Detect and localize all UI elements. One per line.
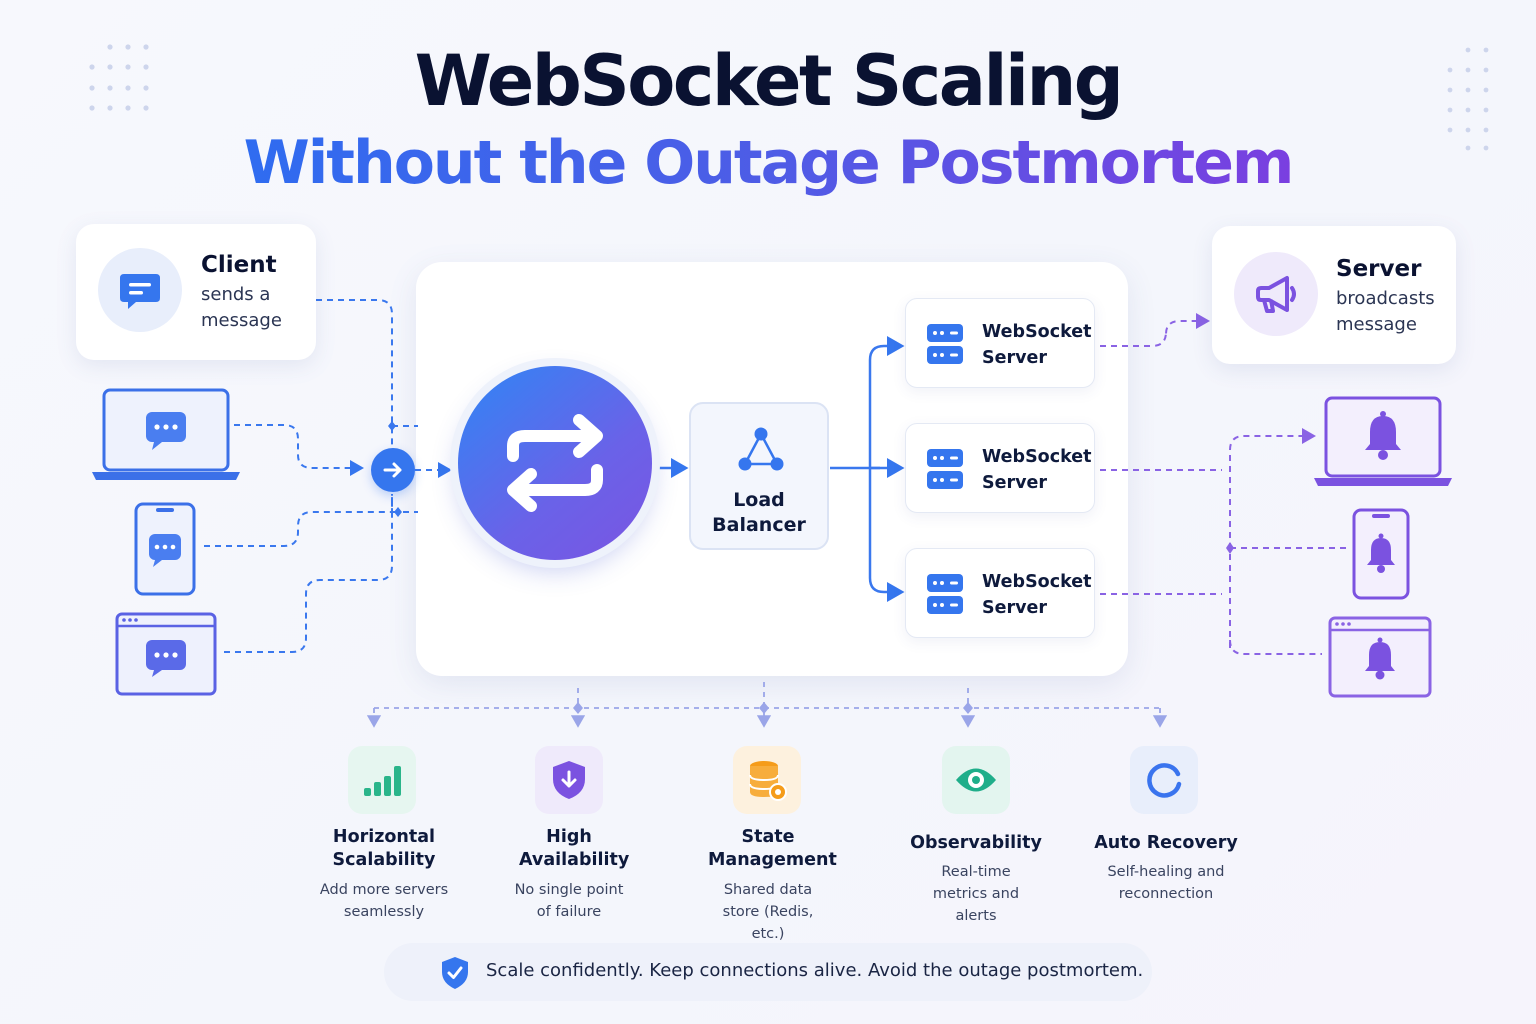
browser-bell-icon [1328,616,1432,698]
load-balancer-node: Load Balancer [689,402,829,550]
browser-chat-icon [115,612,217,696]
eye-icon [942,746,1010,814]
feature-title-observability: Observability [910,833,1042,853]
chat-bubble-icon [98,248,182,332]
server-rack-icon [927,324,963,364]
page-title: WebSocket Scaling [414,40,1124,122]
ingress-arrow-icon [371,448,415,492]
client-callout-card: Client sends a message [76,224,316,360]
feature-subtitle-state-management: Shared data store (Redis, etc.) [722,882,814,942]
server-callout-card: Server broadcasts message [1212,226,1456,364]
page-subtitle: Without the Outage Postmortem [243,128,1295,198]
phone-chat-icon [134,502,196,596]
websocket-server-1: WebSocket Server [905,298,1095,388]
bidirectional-arrows-icon [458,366,652,560]
feature-subtitle-observability: Real-time metrics and alerts [932,864,1020,924]
server-callout-title: Server [1336,256,1422,282]
server-rack-icon [927,574,963,614]
laptop-bell-icon [1314,396,1452,486]
refresh-icon [1130,746,1198,814]
feature-title-auto-recovery: Auto Recovery [1094,833,1238,853]
megaphone-icon [1234,252,1318,336]
websocket-server-label: WebSocket Server [982,447,1092,493]
phone-bell-icon [1352,508,1410,600]
client-callout-title: Client [201,252,277,278]
server-rack-icon [927,449,963,489]
feature-subtitle-horizontal-scalability: Add more servers seamlessly [319,882,449,920]
footer-banner: Scale confidently. Keep connections aliv… [384,943,1152,1001]
server-callout-subtitle: broadcasts message [1336,288,1435,335]
decorative-dots-top-right [1447,47,1489,151]
decorative-dots-top-left [89,44,149,111]
feature-title-horizontal-scalability: Horizontal Scalability [332,827,436,870]
feature-title-high-availability: High Availability [519,827,630,870]
websocket-server-label: WebSocket Server [982,572,1092,618]
websocket-server-2: WebSocket Server [905,423,1095,513]
footer-banner-text: Scale confidently. Keep connections aliv… [486,960,1144,981]
shield-check-icon [442,957,468,989]
websocket-server-label: WebSocket Server [982,322,1092,368]
bar-chart-icon [348,746,416,814]
client-callout-subtitle: sends a message [201,284,282,331]
feature-subtitle-high-availability: No single point of failure [514,882,624,920]
database-icon [733,746,801,814]
feature-subtitle-auto-recovery: Self-healing and reconnection [1107,864,1225,902]
network-nodes-icon [738,427,784,471]
shield-check-icon [535,746,603,814]
feature-title-state-management: State Management [708,827,837,870]
laptop-chat-icon [92,388,240,480]
websocket-server-3: WebSocket Server [905,548,1095,638]
load-balancer-label: Load Balancer [712,489,806,536]
